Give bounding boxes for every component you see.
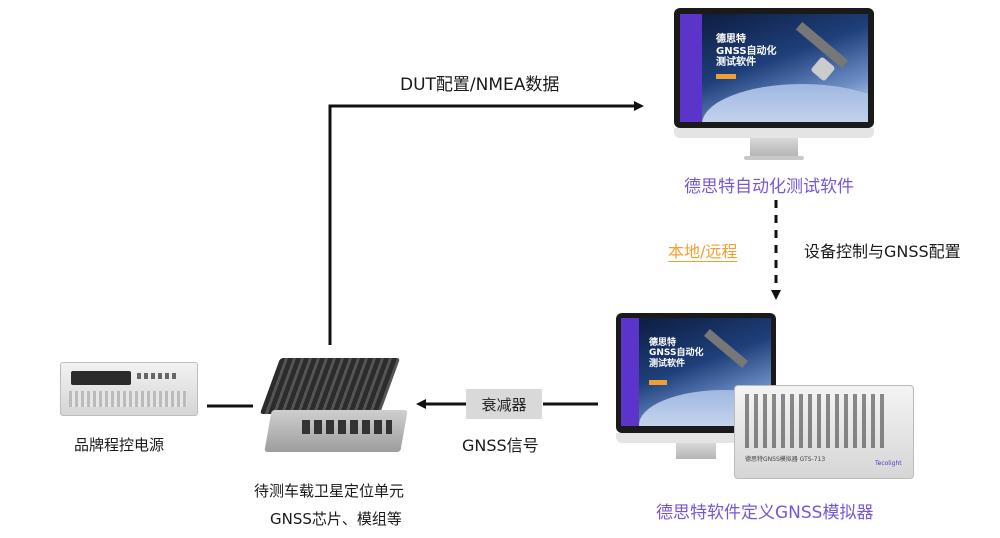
power-supply-device bbox=[60, 362, 198, 416]
software-name-label: 德思特自动化测试软件 bbox=[684, 177, 854, 197]
sim-screen-title-line3: 测试软件 bbox=[649, 358, 686, 369]
attenuator-label: 衰减器 bbox=[481, 395, 527, 414]
dut-label-line1: 待测车载卫星定位单元 bbox=[254, 482, 405, 500]
earth-horizon bbox=[702, 84, 868, 122]
sim-screen-title-line1: 德思特 bbox=[649, 338, 677, 348]
dut-label-line2: GNSS芯片、模组等 bbox=[270, 510, 402, 528]
attenuator-box: 衰减器 bbox=[466, 389, 542, 419]
power-supply-label: 品牌程控电源 bbox=[74, 436, 165, 454]
screen-title-line2: GNSS自动化 bbox=[716, 45, 777, 57]
screen-title-line3: 测试软件 bbox=[716, 57, 756, 68]
device-control-label: 设备控制与GNSS配置 bbox=[804, 242, 961, 261]
dut-to-software-arrow bbox=[328, 101, 644, 345]
dut-device bbox=[259, 352, 412, 460]
simulator-label: 德思特软件定义GNSS模拟器 bbox=[656, 503, 874, 523]
monitor-stand bbox=[750, 138, 798, 156]
gnss-signal-label: GNSS信号 bbox=[462, 436, 539, 455]
screen-title-line1: 德思特 bbox=[716, 34, 746, 45]
software-screen: 德思特 GNSS自动化 测试软件 bbox=[680, 14, 868, 122]
simulator-brand-label: 德思特GNSS模拟器 GTS-713 bbox=[745, 456, 826, 463]
sim-screen-title-line2: GNSS自动化 bbox=[649, 348, 704, 359]
simulator-setup: 德思特 GNSS自动化 测试软件 德思特GNSS模拟器 GTS-713 Teco… bbox=[616, 313, 916, 485]
local-remote-label: 本地/远程 bbox=[668, 242, 738, 261]
logo-icon: Tecolight bbox=[875, 460, 902, 467]
dut-config-label: DUT配置/NMEA数据 bbox=[400, 75, 560, 95]
gnss-simulator-unit: 德思特GNSS模拟器 GTS-713 Tecolight bbox=[734, 385, 914, 479]
software-monitor: 德思特 GNSS自动化 测试软件 bbox=[674, 8, 874, 160]
